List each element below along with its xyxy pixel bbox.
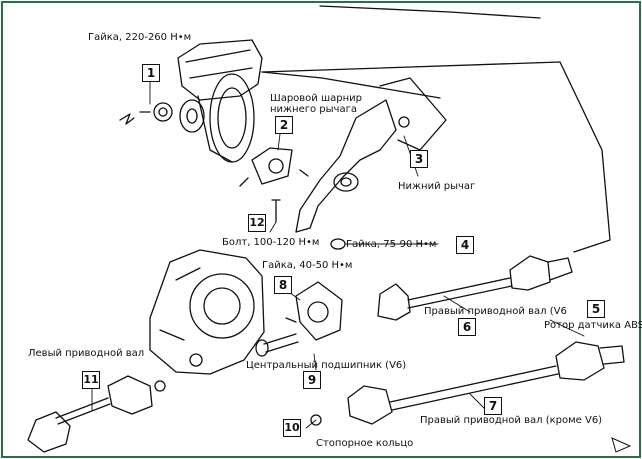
callout-5: 5 <box>587 300 605 318</box>
callout-1: 1 <box>142 64 160 82</box>
label-lower-arm: Нижний рычаг <box>398 181 476 192</box>
callout-2: 2 <box>275 116 293 134</box>
label-nut-caliper: Гайка, 220-260 Н•м <box>88 32 192 43</box>
callout-6: 6 <box>458 318 476 336</box>
body-outline <box>261 61 611 253</box>
label-left-shaft: Левый приводной вал <box>28 348 145 359</box>
label-abs-rotor: Ротор датчика ABS <box>544 320 642 331</box>
ball-joint <box>239 147 309 187</box>
snap-ring <box>310 414 322 426</box>
hub-caliper-assembly <box>177 39 263 163</box>
label-bolt: Болт, 100-120 Н•м <box>222 237 320 248</box>
center-bearing-bracket <box>285 281 343 341</box>
callout-9: 9 <box>303 371 321 389</box>
lower-control-arm <box>295 77 447 233</box>
callout-3: 3 <box>410 150 428 168</box>
label-right-shaft-non-v6: Правый приводной вал (кроме V6) <box>420 415 603 426</box>
label-snap-ring: Стопорное кольцо <box>316 438 414 449</box>
right-driveshaft-non-v6 <box>347 341 625 425</box>
bolt <box>271 199 281 223</box>
label-right-shaft-v6: Правый приводной вал (V6 <box>424 306 567 317</box>
axle-nut-parts <box>119 102 173 125</box>
label-nut-bearing: Гайка, 40-50 Н•м <box>262 260 353 271</box>
label-nut-arm: Гайка, 75-90 Н•м <box>346 239 437 250</box>
callout-10: 10 <box>283 419 301 437</box>
label-center-bearing: Центральный подшипник (V6) <box>246 360 407 371</box>
callout-8: 8 <box>274 276 292 294</box>
callout-12: 12 <box>248 214 266 232</box>
callout-11: 11 <box>82 371 100 389</box>
arm-nut <box>330 238 346 250</box>
intermediate-shaft <box>255 333 299 357</box>
right-driveshaft-v6 <box>377 255 573 321</box>
label-ball-joint: Шаровой шарнир нижнего рычага <box>270 93 362 115</box>
left-driveshaft <box>27 375 166 453</box>
callout-7: 7 <box>484 397 502 415</box>
steering-knuckle <box>149 249 265 375</box>
callout-4: 4 <box>456 236 474 254</box>
